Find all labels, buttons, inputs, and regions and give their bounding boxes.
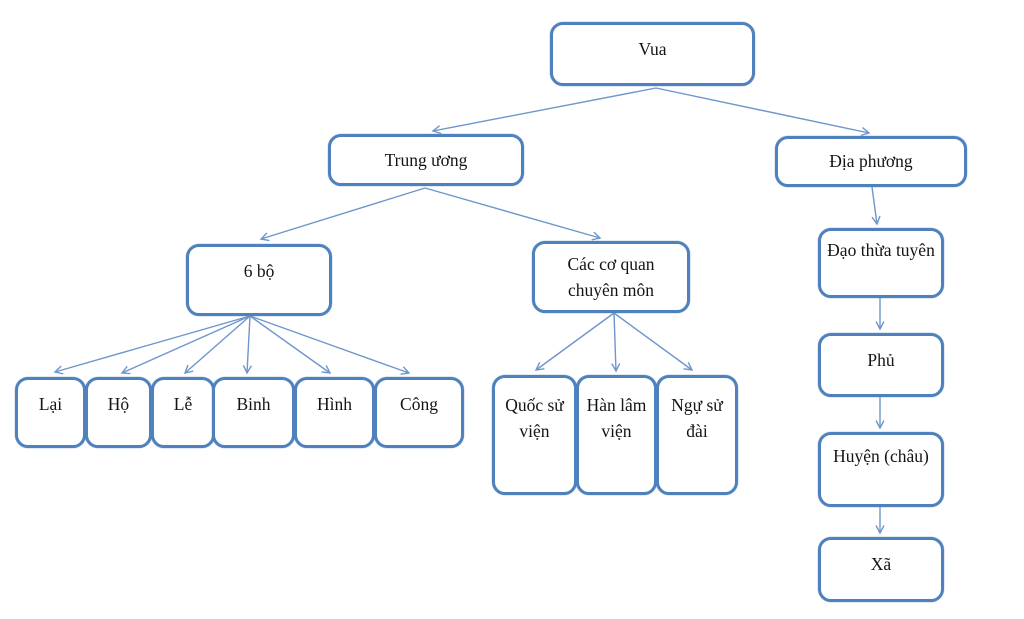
node-dia-phuong: Địa phương <box>775 136 967 187</box>
arrow-tu-cqcm <box>424 187 600 238</box>
node-label: Vua <box>638 39 667 59</box>
node-label: Quốc sử viện <box>505 395 564 442</box>
node-label: Đạo thừa tuyên <box>827 240 935 260</box>
arrow-6bo-ho <box>122 315 251 373</box>
arrow-cqcm-qsv <box>536 312 615 370</box>
arrow-6bo-binh <box>247 315 250 373</box>
node-label: Lại <box>38 394 63 414</box>
arrow-cqcm-hlv <box>614 312 616 371</box>
node-label: Phủ <box>867 350 895 370</box>
node-label: Công <box>400 394 438 414</box>
node-cac-co-quan-chuyen-mon: Các cơ quan chuyên môn <box>532 241 690 313</box>
node-le: Lễ <box>151 377 215 448</box>
node-cong: Công <box>374 377 464 448</box>
node-lai: Lại <box>15 377 86 448</box>
node-label: Binh <box>236 394 271 414</box>
node-label: Trung ương <box>384 149 468 170</box>
node-6-bo: 6 bộ <box>186 244 332 316</box>
node-label: Huyện (châu) <box>833 446 929 466</box>
node-phu: Phủ <box>818 333 944 397</box>
arrow-6bo-hinh <box>249 315 330 373</box>
node-trung-uong: Trung ương <box>328 134 524 186</box>
node-label: Lễ <box>173 394 193 414</box>
arrow-6bo-lai <box>55 315 251 372</box>
arrow-tu-6bo <box>261 187 426 239</box>
arrow-dp-dtt <box>871 186 877 224</box>
node-huyen-chau: Huyện (châu) <box>818 432 944 507</box>
node-binh: Binh <box>212 377 295 448</box>
node-label: Địa phương <box>829 151 913 172</box>
node-dao-thua-tuyen: Đạo thừa tuyên <box>818 228 944 298</box>
node-ho: Hộ <box>85 377 152 448</box>
arrow-cqcm-nsd <box>613 312 692 370</box>
arrow-vua-trung-uong <box>433 87 657 131</box>
node-quoc-su-vien: Quốc sử viện <box>492 375 577 495</box>
node-label: Xã <box>870 554 892 574</box>
node-vua: Vua <box>550 22 755 86</box>
node-label: Hàn lâm viện <box>586 395 647 442</box>
node-ngu-su-dai: Ngự sử đài <box>656 375 738 495</box>
arrow-6bo-cong <box>249 315 409 373</box>
arrow-6bo-le <box>185 315 251 373</box>
node-label: Ngự sử đài <box>671 395 723 442</box>
arrow-vua-dia-phuong <box>655 87 869 133</box>
node-label: Hộ <box>107 394 130 414</box>
node-label: Hình <box>317 394 352 414</box>
node-han-lam-vien: Hàn lâm viện <box>576 375 657 495</box>
node-hinh: Hình <box>294 377 375 448</box>
node-xa: Xã <box>818 537 944 602</box>
node-label: Các cơ quan chuyên môn <box>567 254 655 301</box>
node-label: 6 bộ <box>243 261 275 281</box>
